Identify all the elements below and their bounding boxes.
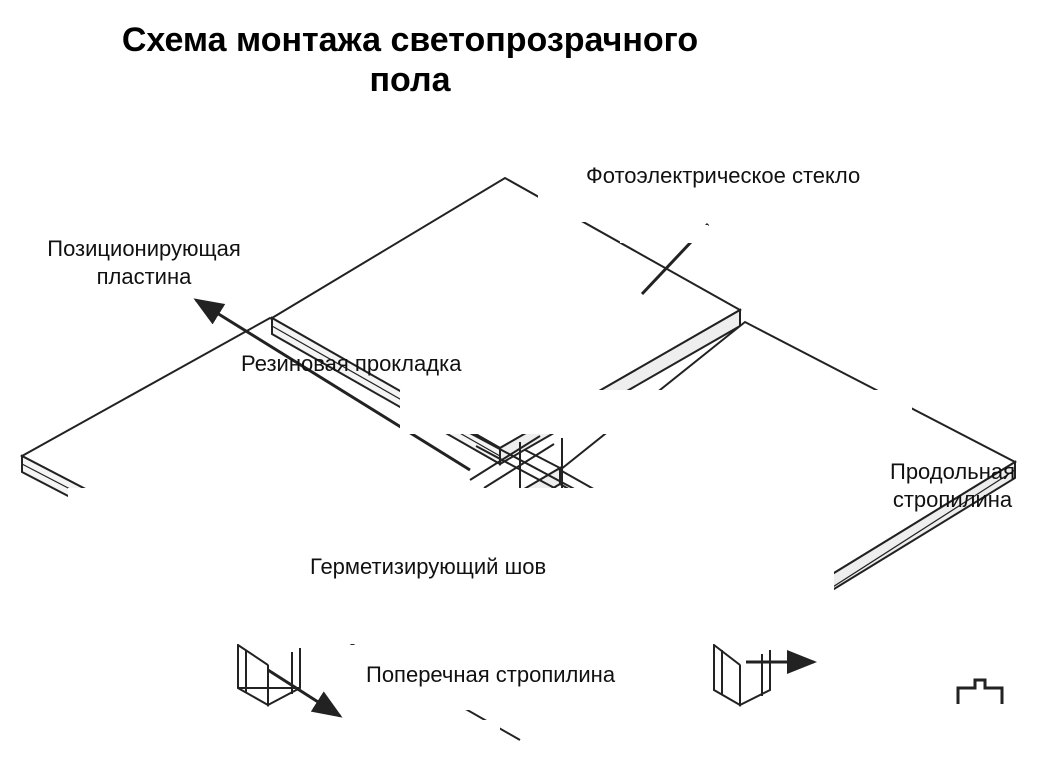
diagram-title: Схема монтажа светопрозрачного пола <box>40 20 780 100</box>
transverse-rafter-right <box>713 642 771 707</box>
label-sealing-seam: Герметизирующий шов <box>310 554 547 579</box>
label-photoelectric-glass: Фотоэлектрическое стекло <box>586 163 861 188</box>
leader-lines <box>193 222 817 718</box>
label-plates <box>68 148 928 780</box>
transverse-rafter-left <box>237 643 301 707</box>
corner-profile-symbol <box>956 678 1004 704</box>
label-transverse-rafter: Поперечная стропилина <box>366 662 616 687</box>
label-rubber-gasket: Резиновая прокладка <box>241 351 462 376</box>
label-longitudinal-rafter-line-1: Продольная <box>890 459 1015 484</box>
label-longitudinal-rafter: Продольная стропилина <box>870 458 1035 514</box>
title-line-2: пола <box>369 61 451 99</box>
label-positioning-plate-line-1: Позиционирующая <box>47 236 241 261</box>
transverse-rafter-leader-left <box>267 668 343 718</box>
label-longitudinal-rafter-line-2: стропилина <box>892 487 1013 512</box>
positioning-plate-leader <box>193 298 471 472</box>
title-line-1: Схема монтажа светопрозрачного <box>121 21 699 59</box>
label-positioning-plate-line-2: пластина <box>96 264 192 289</box>
label-positioning-plate: Позиционирующая пластина <box>28 235 260 291</box>
